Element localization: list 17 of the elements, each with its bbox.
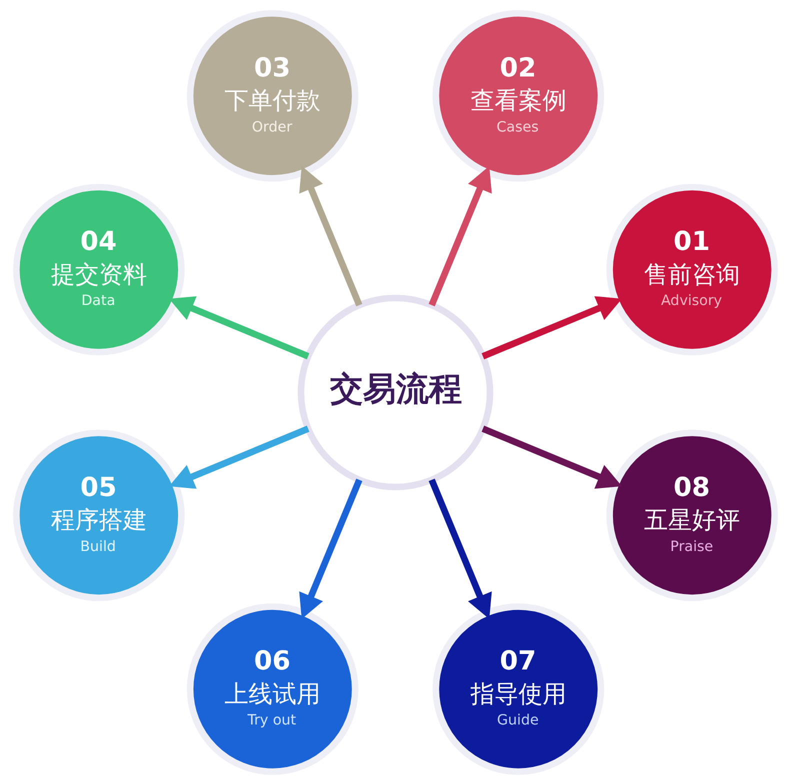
arrow [481, 425, 622, 488]
arrow [168, 425, 309, 488]
arrow [168, 296, 309, 359]
arrow [428, 166, 492, 306]
node-circle: 03 下单付款 Order [186, 10, 358, 182]
node-circle: 07 指导使用 Guide [432, 602, 604, 774]
node-circle: 04 提交资料 Data [12, 183, 184, 355]
node-circle: 08 五星好评 Praise [606, 429, 778, 601]
arrow [298, 166, 362, 306]
arrow [428, 478, 492, 618]
node-circle: 交易流程 [297, 294, 493, 490]
node-circle: 02 查看案例 Cases [432, 10, 604, 182]
arrow [481, 296, 622, 359]
arrow [298, 478, 362, 618]
node-circle: 06 上线试用 Try out [186, 602, 358, 774]
node-circle: 01 售前咨询 Advisory [606, 183, 778, 355]
node-circle: 05 程序搭建 Build [12, 429, 184, 601]
